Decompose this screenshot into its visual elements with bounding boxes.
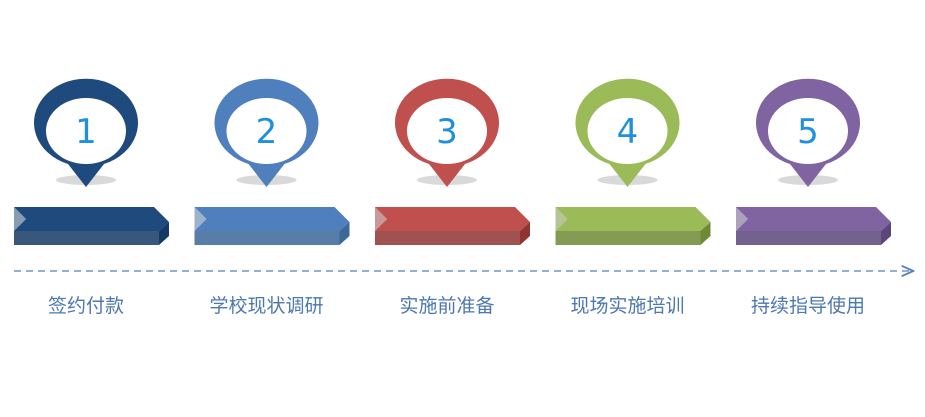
step-label: 现场实施培训 xyxy=(570,295,684,317)
step-ribbon xyxy=(194,207,350,245)
step-2: 2 学校现状调研 xyxy=(194,78,350,317)
step-number: 1 xyxy=(75,112,97,152)
pin-center xyxy=(768,98,848,164)
step-ribbon xyxy=(14,207,169,245)
pin-center xyxy=(46,98,126,164)
step-label: 签约付款 xyxy=(48,295,124,317)
step-number: 2 xyxy=(256,112,278,152)
step-ribbon xyxy=(736,207,891,245)
step-4: 4 现场实施培训 xyxy=(555,78,711,317)
step-number: 4 xyxy=(617,112,639,152)
step-label: 实施前准备 xyxy=(399,295,494,317)
step-label: 学校现状调研 xyxy=(209,295,323,317)
step-3: 3 实施前准备 xyxy=(375,78,530,317)
step-ribbon xyxy=(375,207,530,245)
pin-center xyxy=(587,98,668,164)
step-number: 5 xyxy=(797,112,819,152)
step-1: 1 签约付款 xyxy=(14,78,169,317)
pin-center xyxy=(226,98,307,164)
step-ribbon xyxy=(555,207,711,245)
step-number: 3 xyxy=(436,112,458,152)
pin-center xyxy=(407,98,487,164)
step-5: 5 持续指导使用 xyxy=(736,78,891,317)
step-label: 持续指导使用 xyxy=(751,295,865,317)
